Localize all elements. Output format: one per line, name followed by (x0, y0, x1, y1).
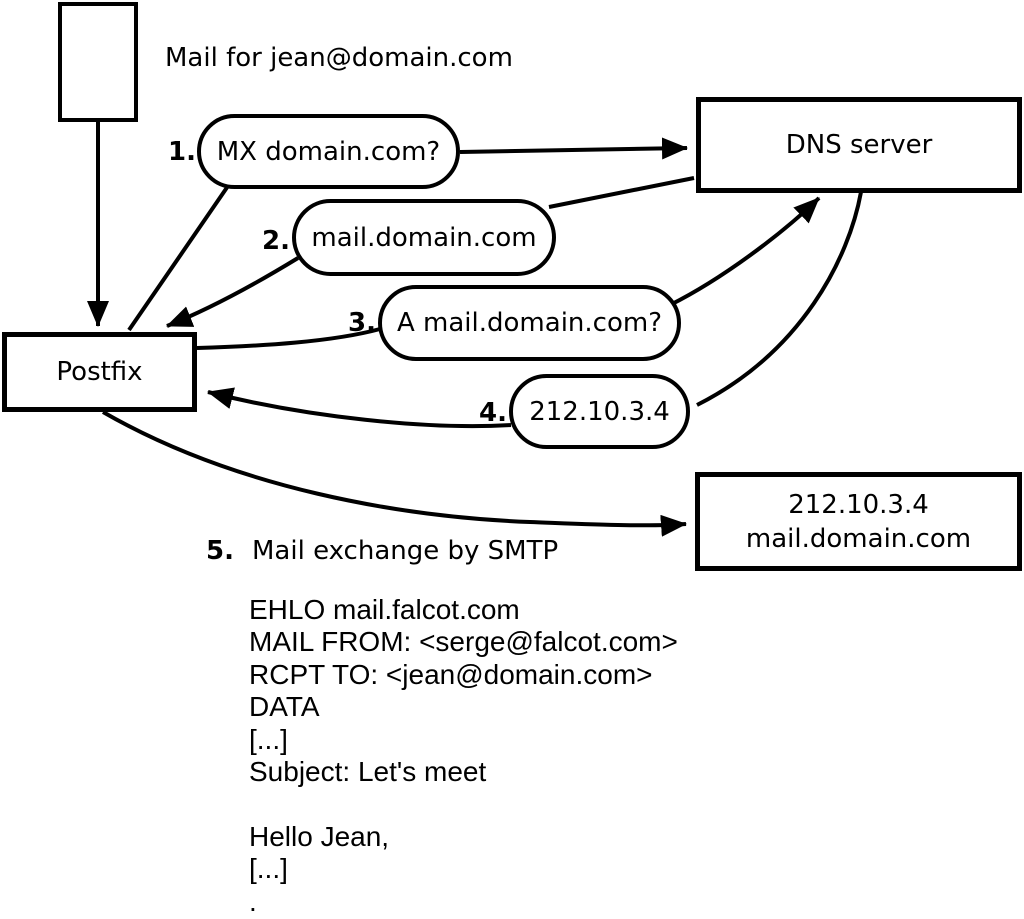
step-3-number: 3. (348, 308, 376, 338)
step-2-label: mail.domain.com (311, 222, 537, 253)
step-4-answer-bubble: 212.10.3.4 (509, 374, 690, 449)
step-1-query-bubble: MX domain.com? (197, 114, 460, 189)
step-3-label: A mail.domain.com? (397, 308, 662, 338)
dns-server-label: DNS server (785, 130, 933, 160)
arrow-answer4-to-postfix (207, 387, 512, 429)
smtp-line: . (249, 885, 257, 917)
step-2-number: 2. (262, 226, 290, 256)
dns-server-node: DNS server (696, 97, 1022, 193)
smtp-line: RCPT TO: <jean@domain.com> (249, 658, 653, 690)
smtp-line: MAIL FROM: <serge@falcot.com> (249, 626, 678, 658)
arrow-answer2-to-postfix (166, 256, 300, 328)
arrow-postfix-to-mailserver (102, 410, 687, 537)
mail-note: Mail for jean@domain.com (165, 43, 513, 73)
step-4-number: 4. (479, 398, 507, 428)
line-dns-to-answer2 (548, 176, 695, 209)
smtp-line (249, 788, 678, 820)
arrow-query1-to-dns (459, 137, 688, 160)
mail-server-ip: 212.10.3.4 (788, 489, 929, 520)
step-1-number: 1. (168, 137, 196, 167)
mail-server-node: 212.10.3.4 mail.domain.com (695, 472, 1022, 571)
smtp-line: [...] (249, 723, 288, 755)
step-5-number: 5. (206, 536, 234, 566)
postfix-label: Postfix (56, 357, 143, 387)
mail-server-hostname: mail.domain.com (745, 523, 972, 554)
line-postfix-to-query1 (127, 184, 230, 332)
postfix-node: Postfix (2, 332, 197, 412)
mail-message-icon (58, 2, 138, 122)
smtp-line: DATA (249, 691, 320, 723)
smtp-line: Subject: Let's meet (249, 755, 487, 787)
arrow-query3-to-dns (669, 196, 821, 307)
step-4-label: 212.10.3.4 (529, 396, 670, 427)
smtp-line: Hello Jean, (249, 820, 390, 852)
step-3-query-bubble: A mail.domain.com? (378, 285, 681, 361)
smtp-line: EHLO mail.falcot.com (249, 594, 520, 625)
step-1-label: MX domain.com? (216, 136, 441, 167)
step-5-label: Mail exchange by SMTP (252, 536, 559, 566)
step-2-answer-bubble: mail.domain.com (292, 199, 556, 276)
smtp-line: [...] (249, 853, 288, 885)
line-dns-to-answer4 (696, 191, 863, 407)
line-postfix-to-query3 (196, 327, 381, 350)
smtp-session-text: EHLO mail.falcot.com MAIL FROM: <serge@f… (249, 594, 678, 918)
